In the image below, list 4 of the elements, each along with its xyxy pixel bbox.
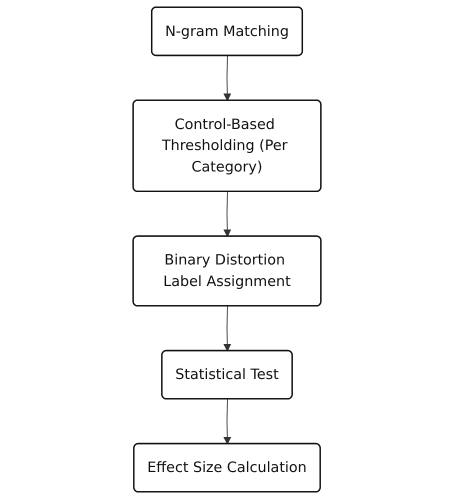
arrow <box>223 191 232 237</box>
arrow <box>223 55 232 101</box>
arrow <box>223 398 232 444</box>
arrow <box>223 306 232 352</box>
